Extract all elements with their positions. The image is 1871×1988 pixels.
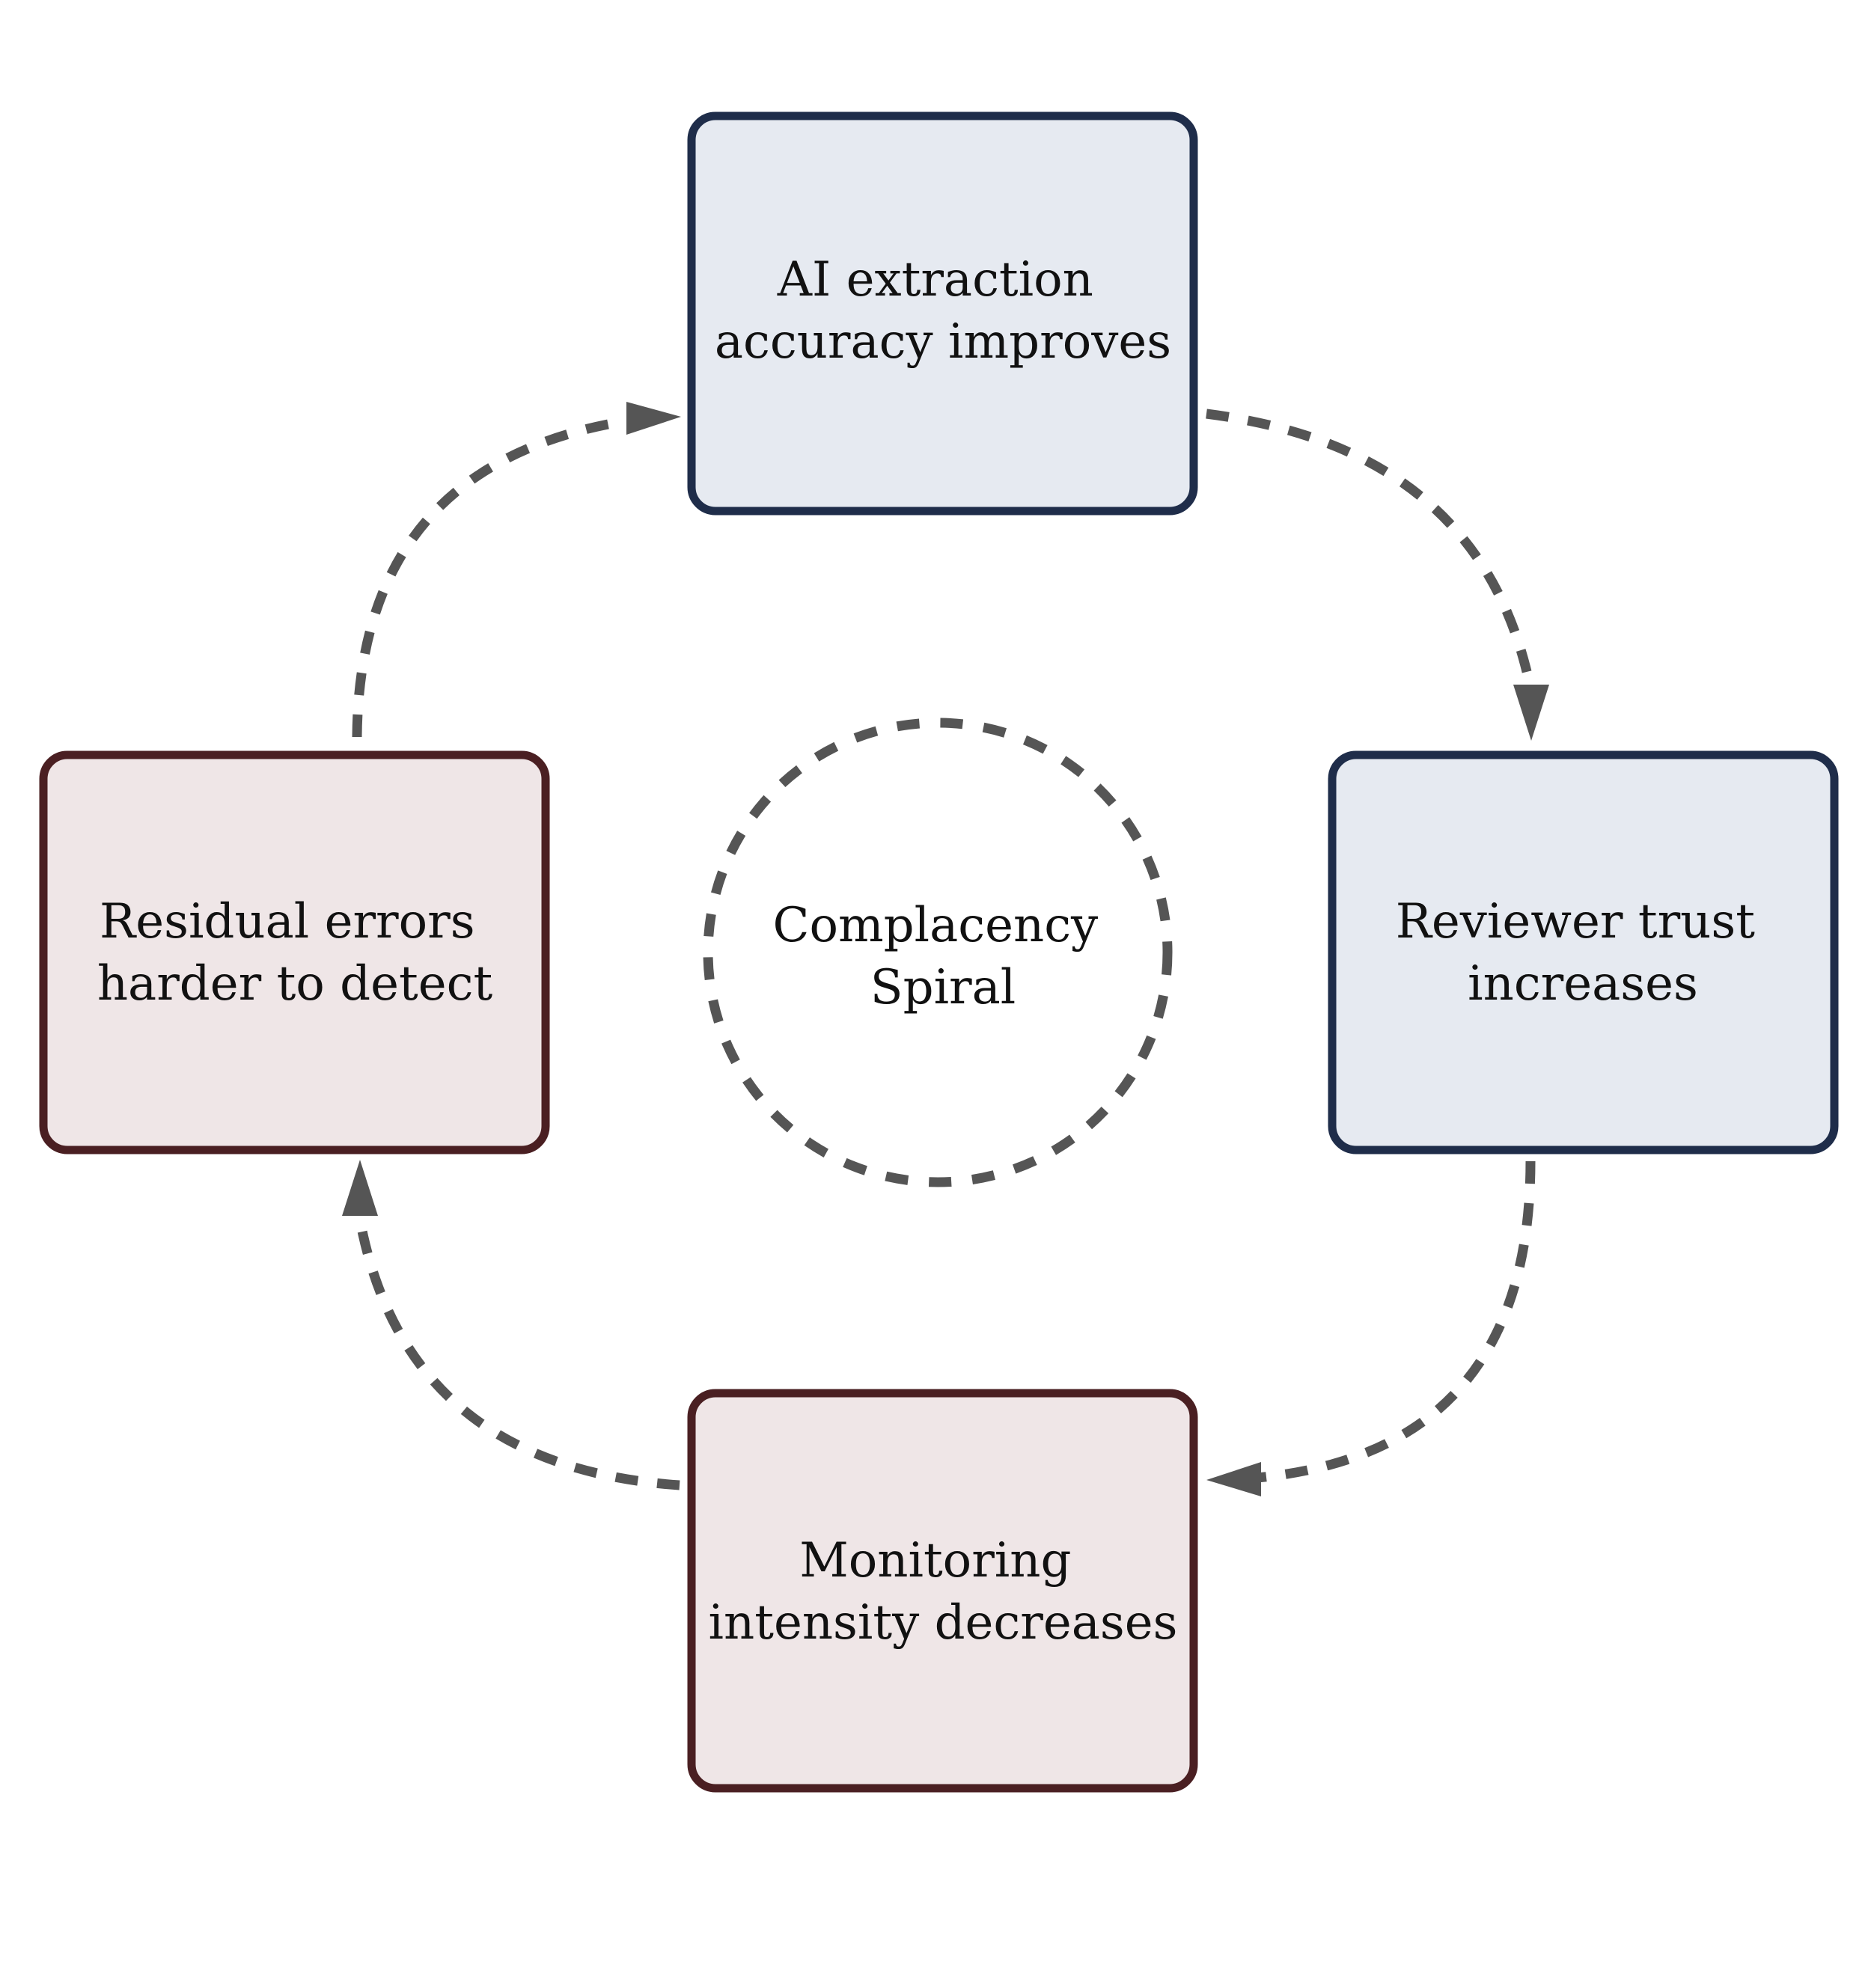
- connector-right-to-bottom: [1206, 1160, 1536, 1496]
- svg-text:Monitoring intensity dec: Monitoring intensity decreases: [709, 1533, 1178, 1651]
- connector-top-to-right-arrowhead: [1513, 685, 1549, 741]
- center-label-line-2: Spiral: [870, 960, 1016, 1015]
- node-ai-extraction-line-1: AI extraction: [777, 252, 1093, 308]
- node-ai-extraction: AI extraction accuracy improves: [687, 111, 1198, 516]
- node-residual-errors-line-1: Residual errors: [100, 894, 475, 949]
- node-ai-extraction-box: [687, 111, 1198, 516]
- svg-text:Residual errors harder t: Residual errors harder to detect: [97, 894, 493, 1012]
- node-reviewer-trust-box: [1328, 750, 1839, 1154]
- node-monitoring-line-2: intensity decreases: [709, 1595, 1178, 1651]
- connector-right-to-bottom-arrowhead: [1206, 1462, 1261, 1496]
- svg-text:AI extraction accuracy i: AI extraction accuracy improves: [715, 252, 1171, 370]
- node-monitoring-line-1: Monitoring: [799, 1533, 1071, 1588]
- node-ai-extraction-line-2: accuracy improves: [715, 314, 1171, 370]
- connector-bottom-to-left-line: [354, 1214, 680, 1490]
- center-label-line-1: Complacency: [772, 898, 1098, 953]
- connector-right-to-bottom-line: [1257, 1160, 1536, 1483]
- svg-text:Complacency Spiral: Complacency Spiral: [772, 898, 1113, 1015]
- node-monitoring-box: [687, 1389, 1198, 1793]
- connector-top-to-right-line: [1206, 409, 1536, 690]
- node-monitoring: Monitoring intensity decreases: [687, 1389, 1198, 1793]
- node-reviewer-trust-line-2: increases: [1468, 956, 1698, 1012]
- svg-text:Reviewer trust increases: Reviewer trust increases: [1396, 894, 1771, 1012]
- connector-bottom-to-left: [342, 1160, 680, 1490]
- node-reviewer-trust: Reviewer trust increases: [1328, 750, 1839, 1154]
- center-dashed-ring: [703, 718, 1173, 1187]
- node-residual-errors-line-2: harder to detect: [97, 956, 493, 1012]
- connector-left-to-top-arrowhead: [626, 402, 681, 435]
- center-complacency-spiral: Complacency Spiral: [703, 718, 1173, 1187]
- connector-top-to-right: [1206, 409, 1549, 741]
- node-residual-errors: Residual errors harder to detect: [39, 750, 550, 1154]
- connector-bottom-to-left-arrowhead: [342, 1160, 378, 1216]
- node-reviewer-trust-line-1: Reviewer trust: [1396, 894, 1756, 949]
- connector-left-to-top-line: [352, 415, 630, 738]
- connector-left-to-top: [352, 402, 681, 738]
- node-residual-errors-box: [39, 750, 550, 1154]
